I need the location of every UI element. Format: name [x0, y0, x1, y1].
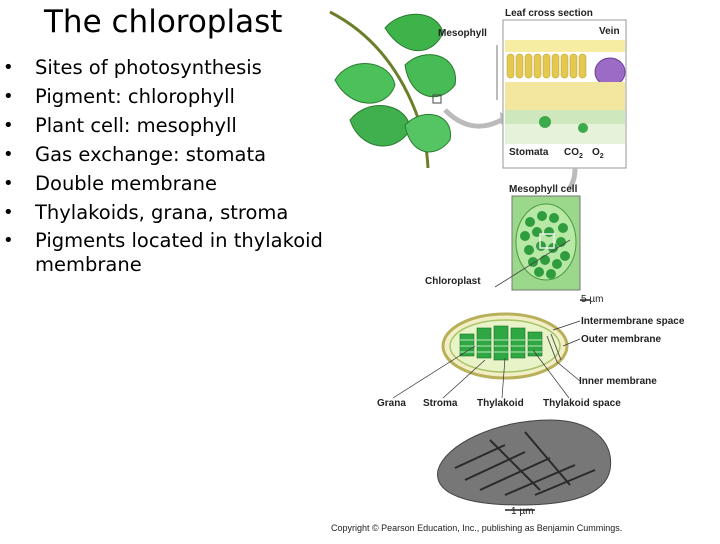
grana-label: Grana — [377, 398, 406, 409]
bullet-item: Plant cell: mesophyll — [0, 114, 330, 138]
intermembrane-space-label: Intermembrane space — [581, 316, 685, 327]
copyright-notice: Copyright © Pearson Education, Inc., pub… — [331, 523, 623, 533]
bullet-list: Sites of photosynthesis Pigment: chlorop… — [0, 56, 330, 282]
leaf-sprig-drawing — [329, 10, 456, 169]
thylakoid-space-label: Thylakoid space — [543, 398, 621, 409]
mesophyll-cell-label: Mesophyll cell — [509, 184, 578, 195]
co2-label: CO2 — [564, 147, 583, 160]
inner-membrane-label: Inner membrane — [579, 376, 657, 387]
chloroplast-micrograph-drawing — [437, 419, 612, 511]
stomata-label: Stomata — [509, 147, 549, 158]
chloroplast-figure: Leaf cross section Mesophyll Vein Stomat… — [325, 0, 720, 540]
chloroplast-diagram-drawing — [441, 312, 569, 380]
scale-5um-label: 5 µm — [581, 294, 604, 305]
vein-label: Vein — [599, 26, 620, 37]
bullet-item: Pigments located in thylakoid membrane — [0, 229, 330, 277]
bullet-item: Thylakoids, grana, stroma — [0, 201, 330, 225]
slide-title: The chloroplast — [44, 4, 283, 40]
mesophyll-cell-drawing — [511, 195, 581, 291]
o2-label: O2 — [592, 147, 604, 160]
bullet-item: Pigment: chlorophyll — [0, 85, 330, 109]
leaf-cross-section-drawing — [496, 19, 627, 169]
leaf-cross-section-label: Leaf cross section — [505, 8, 593, 19]
mesophyll-label: Mesophyll — [438, 28, 487, 39]
thylakoid-label: Thylakoid — [477, 398, 524, 409]
bullet-item: Sites of photosynthesis — [0, 56, 330, 80]
bullet-item: Double membrane — [0, 172, 330, 196]
chloroplast-illustration — [329, 10, 627, 511]
stroma-label: Stroma — [423, 398, 458, 409]
scale-1um-label: 1 µm — [511, 506, 534, 517]
chloroplast-label: Chloroplast — [425, 276, 481, 287]
outer-membrane-label: Outer membrane — [581, 334, 662, 345]
bullet-item: Gas exchange: stomata — [0, 143, 330, 167]
